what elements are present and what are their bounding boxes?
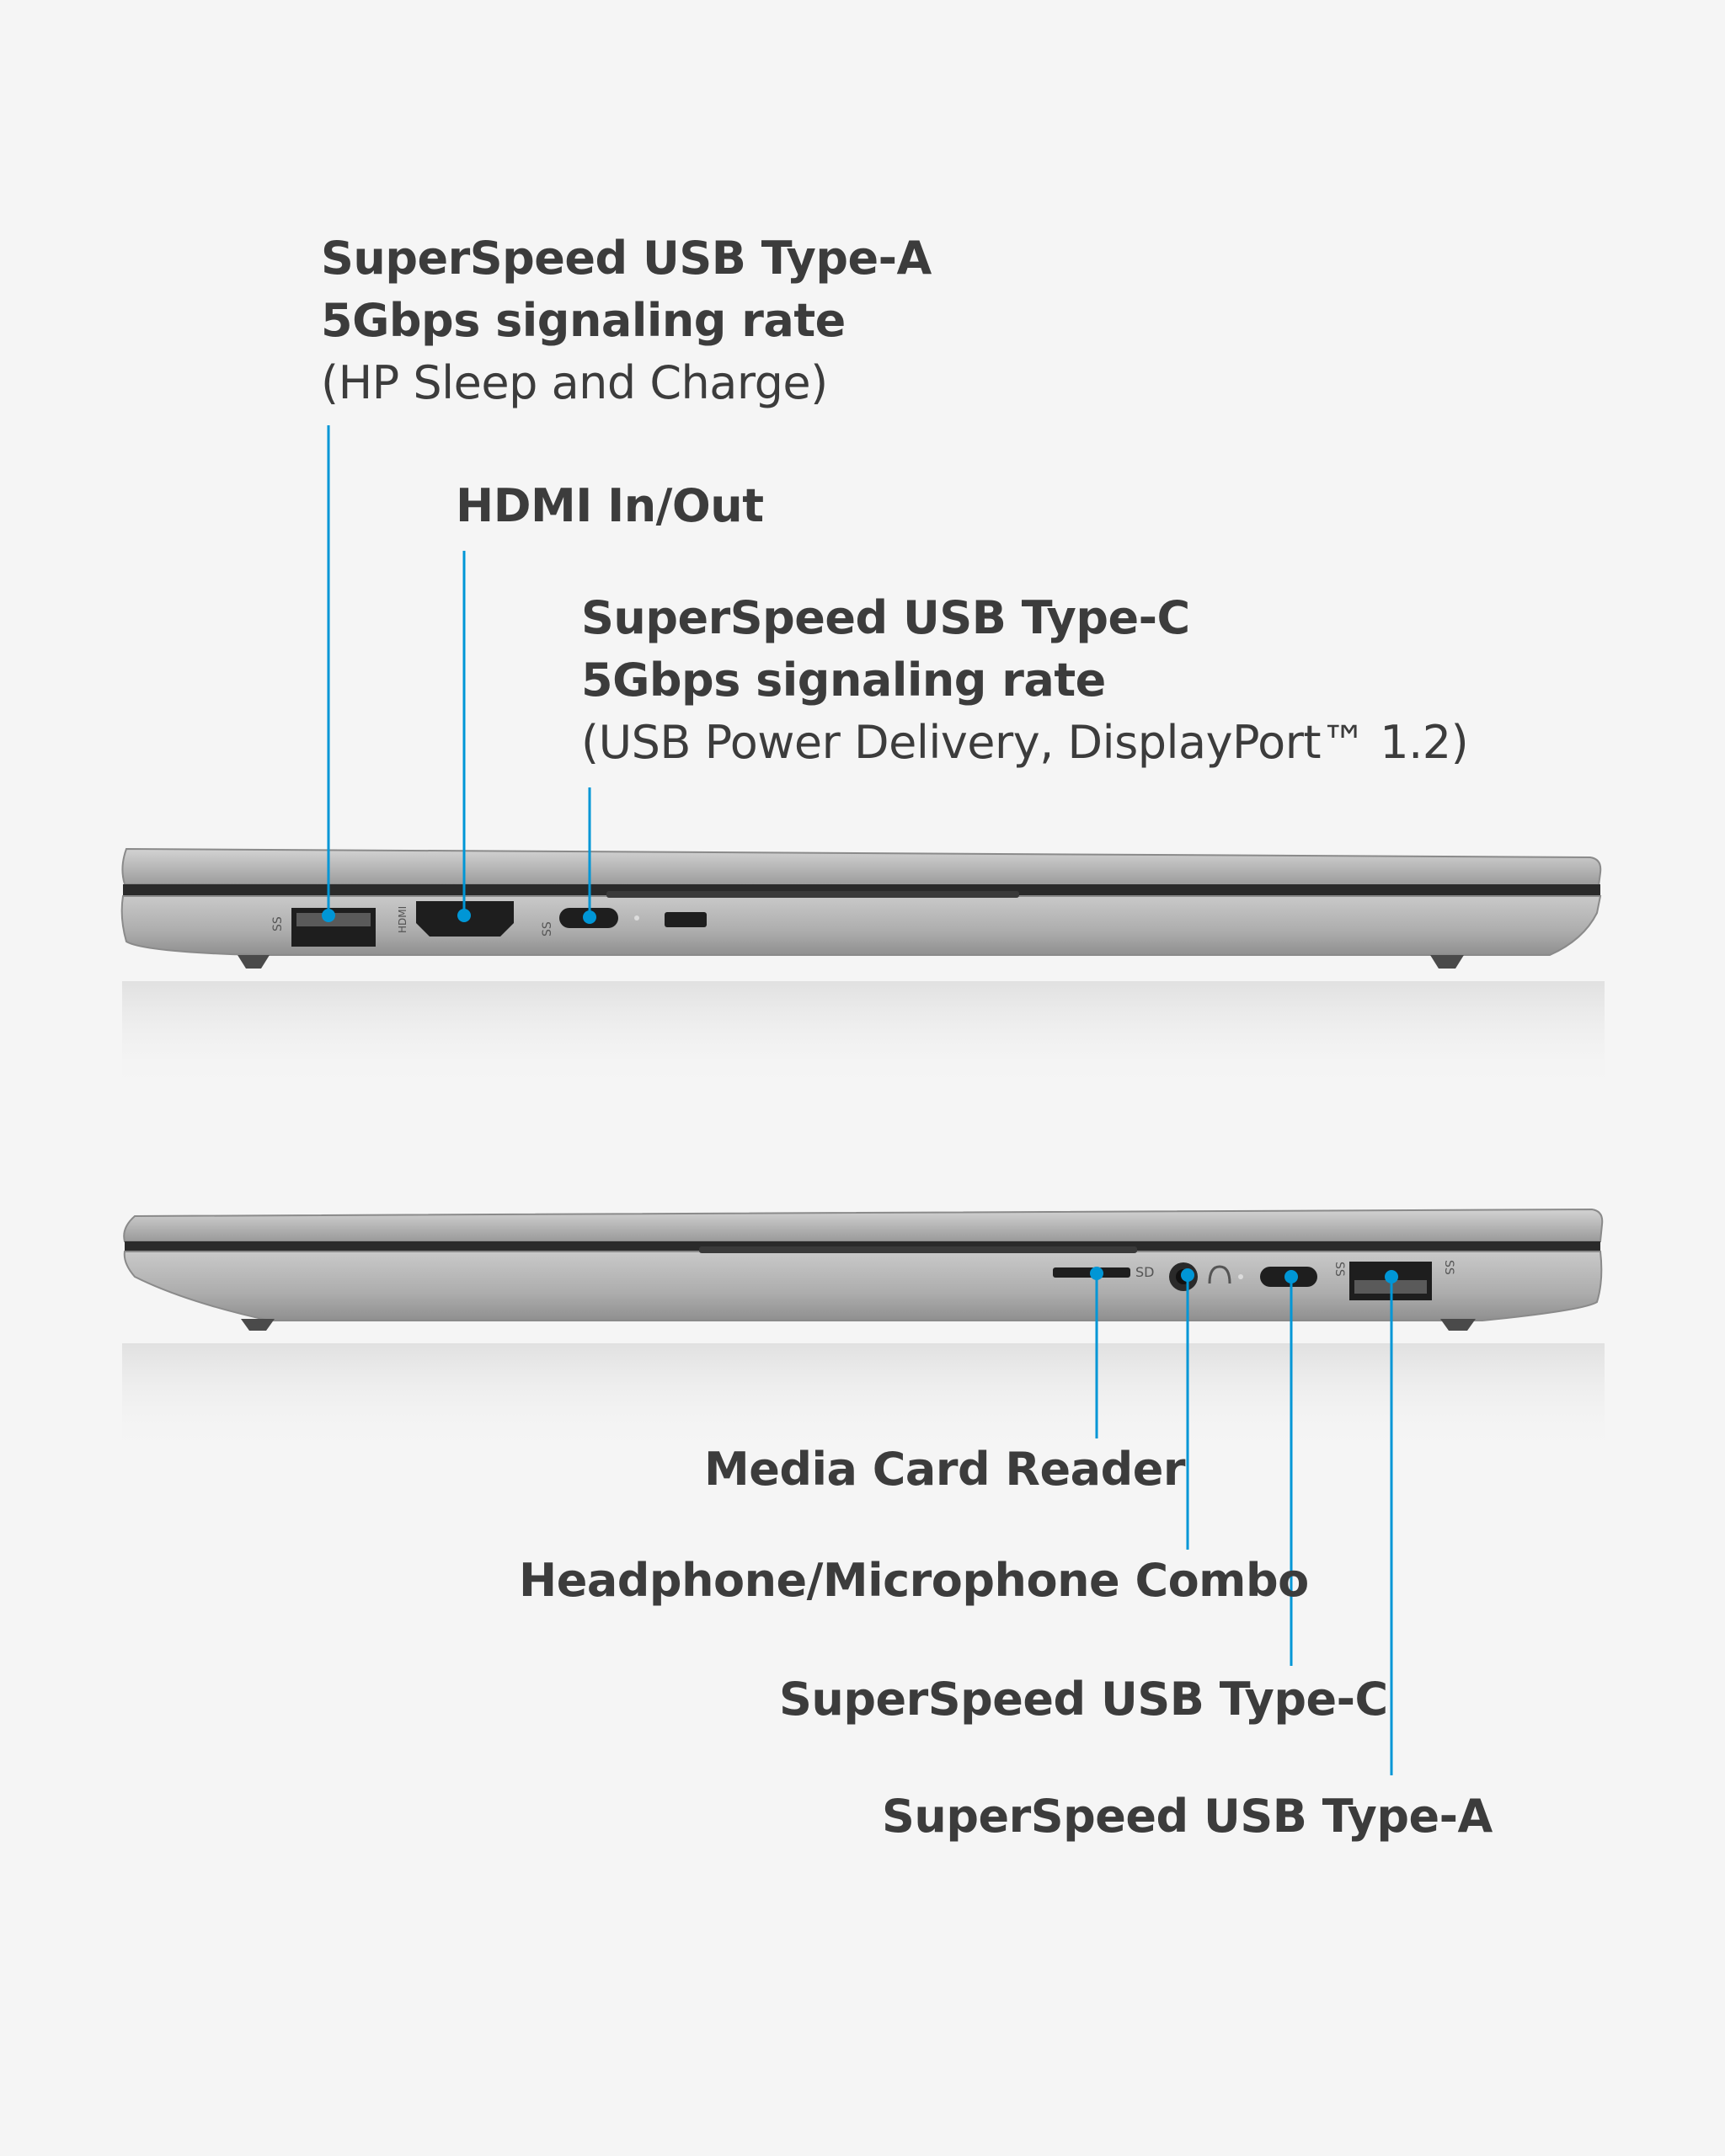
foot bbox=[1440, 1319, 1476, 1331]
callout-title: Headphone/Microphone Combo bbox=[519, 1554, 1309, 1607]
callout-dot-hdmi bbox=[457, 909, 471, 922]
ss-usb-marking: SS bbox=[541, 921, 554, 937]
lock-slot bbox=[665, 912, 707, 927]
callout-note: (USB Power Delivery, DisplayPort™ 1.2) bbox=[581, 716, 1469, 769]
callout-dot-audio-combo bbox=[1181, 1268, 1194, 1282]
callout-note: (HP Sleep and Charge) bbox=[321, 356, 828, 409]
status-led bbox=[634, 915, 639, 921]
callout-bottom-usb-c: SuperSpeed USB Type-C bbox=[779, 1668, 1388, 1731]
callout-title: SuperSpeed USB Type-A bbox=[882, 1790, 1493, 1843]
callout-rate: 5Gbps signaling rate bbox=[581, 654, 1106, 707]
callout-title: SuperSpeed USB Type-C bbox=[581, 591, 1190, 644]
laptop-lid bbox=[123, 1208, 1604, 1242]
laptop-reflection bbox=[122, 1343, 1605, 1453]
ss-usb-marking: SS bbox=[1332, 1262, 1346, 1277]
callout-dot-usb-a bbox=[322, 909, 335, 922]
callout-top-usb-a: SuperSpeed USB Type-A 5Gbps signaling ra… bbox=[321, 227, 932, 414]
callout-title: SuperSpeed USB Type-C bbox=[779, 1673, 1388, 1726]
laptop-lid bbox=[121, 847, 1602, 888]
callout-bottom-media-card: Media Card Reader bbox=[704, 1438, 1185, 1501]
vent-slot bbox=[699, 1246, 1137, 1253]
callout-rate: 5Gbps signaling rate bbox=[321, 294, 846, 347]
callout-title: SuperSpeed USB Type-A bbox=[321, 232, 932, 285]
laptop-reflection bbox=[122, 981, 1605, 1091]
callout-dot-media-card bbox=[1090, 1267, 1103, 1280]
callout-bottom-audio-combo: Headphone/Microphone Combo bbox=[519, 1550, 1309, 1612]
callout-top-hdmi: HDMI In/Out bbox=[456, 475, 764, 537]
callout-title: Media Card Reader bbox=[704, 1443, 1185, 1496]
sd-marking: SD bbox=[1135, 1264, 1154, 1280]
callout-dot-usb-a bbox=[1385, 1270, 1398, 1283]
laptop-right-side: SD SS SS bbox=[122, 1208, 1605, 1775]
headphone-icon bbox=[1208, 1265, 1231, 1284]
foot bbox=[1430, 955, 1464, 969]
callout-dot-usb-c bbox=[1284, 1270, 1298, 1283]
laptop-left-side: SS HDMI SS bbox=[120, 425, 1605, 1091]
ss-usb-marking: SS bbox=[271, 916, 285, 931]
callout-top-usb-c: SuperSpeed USB Type-C 5Gbps signaling ra… bbox=[581, 587, 1469, 774]
ss-usb-marking: SS bbox=[1442, 1260, 1455, 1275]
status-led bbox=[1238, 1274, 1243, 1279]
foot bbox=[241, 1319, 275, 1331]
vent-slot bbox=[606, 891, 1019, 898]
hinge-gap bbox=[123, 884, 1600, 896]
foot bbox=[238, 955, 270, 969]
hdmi-marking: HDMI bbox=[397, 906, 409, 933]
callout-dot-usb-c bbox=[583, 910, 596, 924]
callout-bottom-usb-a: SuperSpeed USB Type-A bbox=[882, 1785, 1493, 1848]
callout-title: HDMI In/Out bbox=[456, 479, 764, 532]
